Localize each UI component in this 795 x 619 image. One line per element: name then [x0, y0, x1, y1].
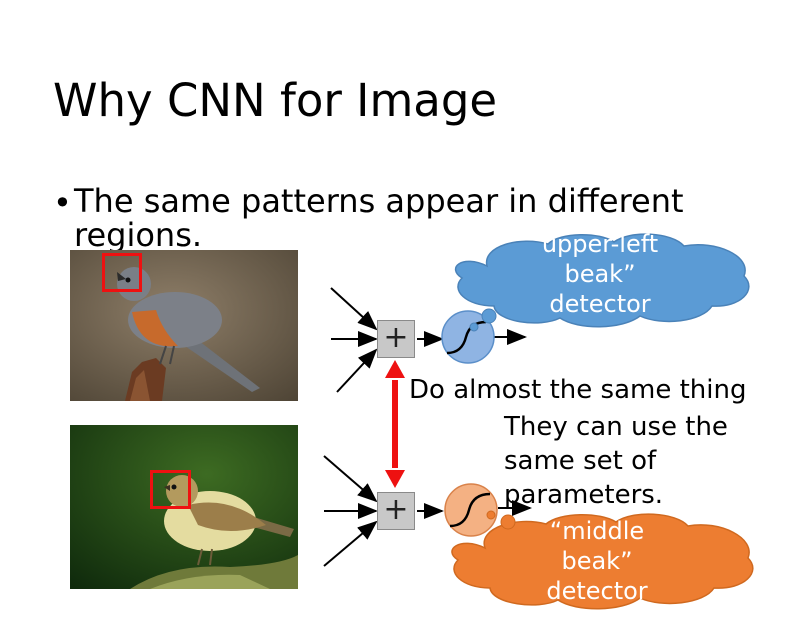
upper-left-beak-region — [102, 253, 142, 292]
middle-detector-line-2: beak” — [561, 547, 633, 575]
lower-detector-cloud — [451, 510, 754, 610]
upper-detector-line-2: beak” — [564, 260, 636, 288]
lower-bird-photo — [70, 425, 298, 589]
upper-bird-photo — [70, 250, 298, 401]
bullet-text: The same patterns appear in different re… — [74, 182, 684, 254]
shared-parameters-line-3: parameters. — [504, 480, 664, 510]
upper-detector-cloud — [455, 233, 750, 332]
lower-neuron — [444, 483, 498, 537]
shared-parameters-line-2: same set of — [504, 446, 657, 476]
upper-detector-line-3: detector — [549, 290, 651, 318]
shared-parameters-annotation: They can use the same set of parameters. — [504, 410, 728, 512]
bullet-marker: • — [53, 184, 72, 222]
middle-detector-label: “middle beak” detector — [502, 516, 692, 606]
middle-detector-line-1: “middle — [549, 517, 645, 545]
lower-input-arrows — [323, 455, 532, 567]
shared-parameters-arrow — [385, 360, 405, 488]
upper-input-arrows — [330, 287, 527, 393]
upper-detector-line-1: upper-left — [541, 230, 659, 258]
upper-sum-node: + — [377, 320, 415, 358]
upper-detector-label: upper-left beak” detector — [505, 229, 695, 319]
middle-beak-region — [150, 470, 191, 509]
lower-sum-node: + — [377, 492, 415, 530]
upper-neuron — [441, 310, 495, 364]
middle-detector-line-3: detector — [546, 577, 648, 605]
same-thing-annotation: Do almost the same thing — [409, 375, 747, 405]
slide-title: Why CNN for Image — [53, 74, 498, 127]
shared-parameters-line-1: They can use the — [504, 412, 728, 442]
